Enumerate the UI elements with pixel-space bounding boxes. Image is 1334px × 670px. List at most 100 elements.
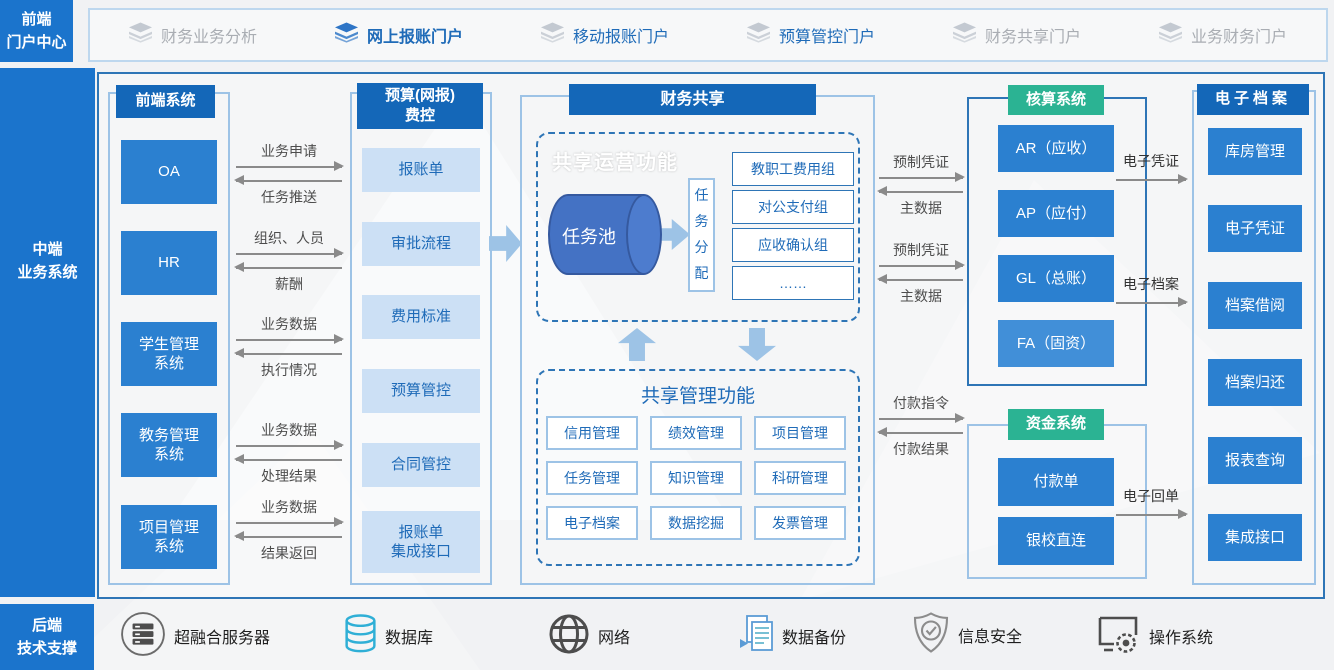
flow-label: 处理结果: [261, 468, 317, 484]
flow-label: 业务数据: [261, 422, 317, 438]
archive-box-warehouse: 库房管理: [1208, 128, 1302, 175]
mgmt-box-datamining: 数据挖掘: [650, 506, 742, 540]
infra-label: 超融合服务器: [174, 630, 271, 647]
system-box-student: 学生管理 系统: [121, 322, 217, 386]
infra-item-server: 超融合服务器: [120, 611, 271, 662]
infra-item-database: 数据库: [344, 614, 433, 658]
sidebar-back-tech-support: 后端 技术支撑: [0, 604, 94, 670]
portal-item-online-reimbursement: 网上报账门户: [334, 22, 463, 48]
flow-voucher-masterdata-2: 预制凭证 主数据: [877, 241, 965, 305]
arrow-left-icon: [877, 186, 963, 196]
portal-item-label: 财务共享门户: [984, 29, 1081, 46]
portal-item-label: 业务财务门户: [1190, 29, 1287, 46]
sharing-management-title: 共享管理功能: [640, 386, 755, 407]
mgmt-box-earchive: 电子档案: [546, 506, 638, 540]
flow-ereceipt: 电子回单: [1116, 487, 1188, 522]
os-icon: [1095, 613, 1141, 660]
system-box-oa: OA: [121, 140, 217, 204]
budget-box-integration-interface: 报账单 集成接口: [362, 511, 480, 573]
mgmt-box-invoice: 发票管理: [754, 506, 846, 540]
mgmt-box-project: 项目管理: [754, 416, 846, 450]
layers-icon: [540, 22, 564, 48]
portal-item-finance-sharing: 财务共享门户: [952, 22, 1081, 48]
group-box-staff-expense: 教职工费用组: [732, 152, 854, 186]
portal-item-finance-business-analysis: 财务业务分析: [128, 22, 257, 48]
finance-sharing-header: 财务共享: [569, 84, 816, 115]
flow-label: 电子档案: [1123, 276, 1179, 292]
task-pool-cylinder-cap: [626, 194, 662, 275]
arrow-left-icon: [877, 427, 963, 437]
group-box-receivable-confirm: 应收确认组: [732, 228, 854, 262]
archive-box-evoucher: 电子凭证: [1208, 205, 1302, 252]
system-box-hr: HR: [121, 231, 217, 295]
arrow-right-icon: [236, 440, 344, 450]
group-box-corporate-payment: 对公支付组: [732, 190, 854, 224]
mgmt-box-knowledge: 知识管理: [650, 461, 742, 495]
arrow-right-icon: [236, 248, 344, 258]
infra-label: 数据备份: [782, 630, 847, 647]
infra-label: 网络: [598, 630, 631, 647]
flow-label: 业务数据: [261, 499, 317, 515]
flow-label: 任务推送: [261, 189, 317, 205]
layers-icon: [746, 22, 770, 48]
archive-box-return: 档案归还: [1208, 359, 1302, 406]
portal-item-mobile-reimbursement: 移动报账门户: [540, 22, 669, 48]
budget-box-contract-control: 合同管控: [362, 443, 480, 487]
budget-header: 预算(网报) 费控: [357, 83, 483, 129]
flow-label: 主数据: [900, 288, 942, 304]
budget-box-expense-standard: 费用标准: [362, 295, 480, 339]
arrow-right-icon: [236, 161, 344, 171]
arrow-right-icon: [879, 172, 965, 182]
funds-header: 资金系统: [1008, 409, 1104, 440]
flow-business-data-processing: 业务数据 处理结果: [234, 421, 344, 485]
portal-item-label: 移动报账门户: [572, 29, 669, 46]
flow-org-personnel-salary: 组织、人员 薪酬: [234, 229, 344, 293]
flow-label: 业务数据: [261, 316, 317, 332]
group-box-more: ……: [732, 266, 854, 300]
system-box-project: 项目管理 系统: [121, 505, 217, 569]
arrow-right-icon: [236, 334, 344, 344]
portal-bar: 财务业务分析 网上报账门户 移动报账门户 预算管控门户 财务共享门户 业务财务门…: [88, 8, 1328, 62]
arrow-right-icon: [236, 517, 344, 527]
sidebar-label: 后端 技术支撑: [16, 616, 77, 657]
flow-label: 业务申请: [261, 143, 317, 159]
mgmt-box-research: 科研管理: [754, 461, 846, 495]
flow-label: 薪酬: [275, 276, 303, 292]
accounting-box-ar: AR（应收）: [998, 125, 1114, 172]
portal-item-label: 预算管控门户: [778, 29, 875, 46]
arrow-right-icon: [1116, 174, 1188, 184]
arrow-left-icon: [234, 531, 342, 541]
server-icon: [120, 611, 166, 662]
flow-voucher-masterdata-1: 预制凭证 主数据: [877, 153, 965, 217]
flow-evoucher: 电子凭证: [1116, 152, 1188, 187]
layers-icon: [1158, 22, 1182, 48]
flow-label: 预制凭证: [893, 154, 949, 170]
flow-label: 电子回单: [1123, 488, 1179, 504]
flow-business-data-execution: 业务数据 执行情况: [234, 315, 344, 379]
infra-label: 信息安全: [958, 629, 1023, 646]
mgmt-box-task: 任务管理: [546, 461, 638, 495]
sidebar-label: 中端 业务系统: [17, 241, 78, 282]
mgmt-box-performance: 绩效管理: [650, 416, 742, 450]
budget-box-reimbursement-form: 报账单: [362, 148, 480, 192]
archive-box-report-query: 报表查询: [1208, 437, 1302, 484]
arrow-right-icon: [879, 413, 965, 423]
flow-label: 执行情况: [261, 362, 317, 378]
infra-label: 操作系统: [1149, 630, 1214, 647]
arrow-right-icon: [879, 260, 965, 270]
shield-icon: [912, 611, 950, 659]
backup-icon: [738, 614, 774, 659]
accounting-box-fa: FA（固资）: [998, 320, 1114, 367]
flow-payment-instruction-result: 付款指令 付款结果: [877, 394, 965, 458]
sidebar-front-portal-center: 前端 门户中心: [0, 0, 73, 62]
flow-label: 电子凭证: [1123, 153, 1179, 169]
archive-box-borrow: 档案借阅: [1208, 282, 1302, 329]
infra-item-security: 信息安全: [912, 612, 1022, 658]
infra-item-network: 网络: [548, 614, 630, 658]
sidebar-middle-business-systems: 中端 业务系统: [0, 68, 95, 597]
flow-label: 主数据: [900, 200, 942, 216]
portal-item-business-finance: 业务财务门户: [1158, 22, 1287, 48]
funds-box-payment-form: 付款单: [998, 458, 1114, 506]
sidebar-label: 前端 门户中心: [6, 10, 67, 51]
funds-box-bank-link: 银校直连: [998, 517, 1114, 565]
